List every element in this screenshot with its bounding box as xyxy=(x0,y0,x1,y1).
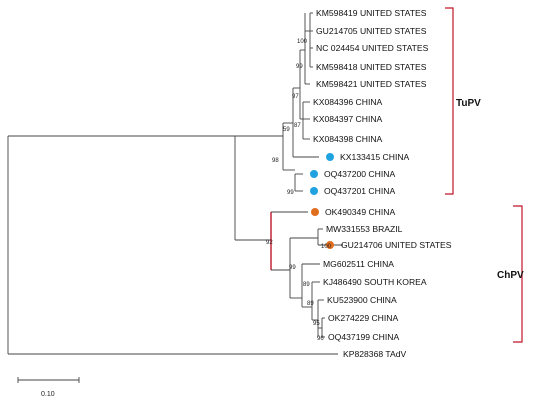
bootstrap-value: 89 xyxy=(303,282,310,288)
bootstrap-value: 96 xyxy=(317,336,324,342)
bootstrap-value: 99 xyxy=(296,64,303,70)
tupv-clade-label: TuPV xyxy=(456,98,481,109)
leaf-label: KP828368 TAdV xyxy=(343,349,406,359)
scale-bar-label: 0.10 xyxy=(41,391,55,398)
leaf-labels: KM598419 UNITED STATES GU214705 UNITED S… xyxy=(313,8,452,359)
tupv-clade-bracket: TuPV xyxy=(445,7,481,195)
leaf-label: OQ437199 CHINA xyxy=(328,332,399,342)
leaf-label: KX084398 CHINA xyxy=(313,134,383,144)
leaf-label: OQ437200 CHINA xyxy=(324,169,395,179)
bootstrap-value: 98 xyxy=(272,158,279,164)
leaf-label: OK490349 CHINA xyxy=(325,207,395,217)
bootstrap-value: 87 xyxy=(294,123,301,129)
leaf-label: KU523900 CHINA xyxy=(327,295,397,305)
leaf-label: MG602511 CHINA xyxy=(323,259,394,269)
blue-marker xyxy=(326,153,334,161)
leaf-label: KM598418 UNITED STATES xyxy=(316,62,427,72)
leaf-label: KJ486490 SOUTH KOREA xyxy=(323,277,427,287)
leaf-label: KX084396 CHINA xyxy=(313,97,383,107)
bootstrap-value: 59 xyxy=(283,127,290,133)
leaf-label: GU214705 UNITED STATES xyxy=(316,26,427,36)
bootstrap-value: 95 xyxy=(313,321,320,327)
scale-bar: 0.10 xyxy=(17,377,80,398)
bootstrap-value: 100 xyxy=(297,39,308,45)
leaf-label: KX084397 CHINA xyxy=(313,114,383,124)
leaf-label: KM598419 UNITED STATES xyxy=(316,8,427,18)
leaf-label: MW331553 BRAZIL xyxy=(326,224,403,234)
bootstrap-values: 100 99 97 87 59 98 99 100 92 99 89 89 95… xyxy=(266,39,332,342)
blue-marker xyxy=(310,170,318,178)
leaf-label: GU214706 UNITED STATES xyxy=(341,240,452,250)
leaf-label: OQ437201 CHINA xyxy=(324,186,395,196)
bootstrap-value: 92 xyxy=(266,240,273,246)
orange-marker xyxy=(326,241,334,249)
bootstrap-value: 99 xyxy=(287,190,294,196)
leaf-label: OK274229 CHINA xyxy=(328,313,398,323)
leaf-label: KX133415 CHINA xyxy=(340,152,410,162)
leaf-label: KM598421 UNITED STATES xyxy=(316,79,427,89)
bootstrap-value: 100 xyxy=(321,244,332,250)
bootstrap-value: 89 xyxy=(307,301,314,307)
blue-marker xyxy=(310,187,318,195)
leaf-label: NC 024454 UNITED STATES xyxy=(316,43,429,53)
tree-branches xyxy=(7,12,343,355)
bootstrap-value: 99 xyxy=(289,265,296,271)
chpv-clade-bracket: ChPV xyxy=(497,205,524,343)
chpv-clade-label: ChPV xyxy=(497,270,524,281)
sample-markers xyxy=(310,153,334,249)
bootstrap-value: 97 xyxy=(292,94,299,100)
orange-marker xyxy=(311,208,319,216)
